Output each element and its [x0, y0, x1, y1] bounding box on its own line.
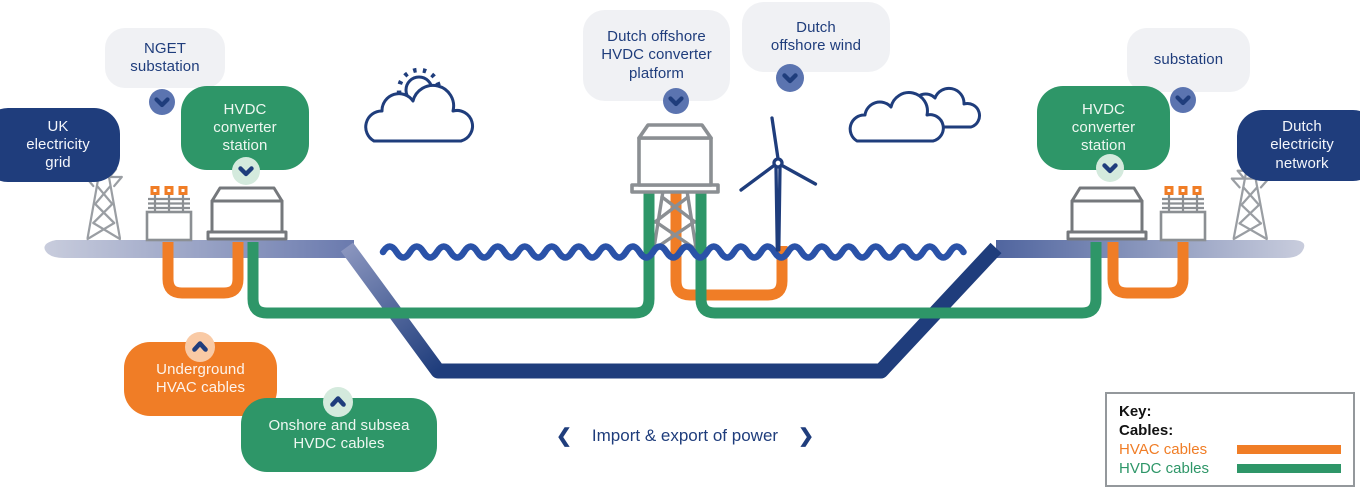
hvdc-cable-swatch — [1237, 464, 1341, 473]
chevron-down-icon — [149, 89, 175, 115]
transformer-icon — [145, 184, 193, 242]
key-row-hvdc: HVDC cables — [1119, 459, 1341, 478]
key-label-hvac: HVAC cables — [1119, 441, 1208, 458]
import-export-caption: ❮ Import & export of power ❯ — [555, 420, 815, 452]
left-arrow-icon: ❮ — [556, 425, 572, 447]
key-legend: Key: Cables: HVAC cables HVDC cables — [1105, 392, 1355, 487]
label-dutch-offshore-platform: Dutch offshore HVDC converter platform — [583, 10, 730, 101]
chevron-down-icon — [663, 88, 689, 114]
label-substation-right: substation — [1127, 28, 1250, 92]
right-arrow-icon: ❯ — [798, 425, 814, 447]
key-cables-heading: Cables: — [1119, 422, 1174, 439]
key-title: Key: — [1119, 403, 1152, 420]
hvac-cable-platform-to-turbine — [670, 191, 788, 301]
uk-landmass — [44, 240, 355, 258]
dutch-landmass — [996, 240, 1305, 258]
chevron-down-icon — [1170, 87, 1196, 113]
hvac-cable-left-u — [162, 242, 244, 299]
chevron-down-icon — [232, 157, 260, 185]
label-dutch-electricity-network: Dutch electricity network — [1237, 110, 1360, 181]
hvac-cable-right-u — [1107, 242, 1189, 299]
hvac-cables — [162, 191, 1189, 301]
cloud-icon — [364, 83, 474, 143]
sea-waves-icon — [379, 243, 967, 261]
label-nget-substation: NGET substation — [105, 28, 225, 88]
chevron-up-icon — [185, 332, 215, 362]
import-export-text: Import & export of power — [591, 426, 779, 445]
cloud-icon — [848, 91, 945, 143]
hvac-cable-swatch — [1237, 445, 1341, 454]
converter-station-icon — [1066, 186, 1148, 241]
chevron-down-icon — [1096, 154, 1124, 182]
label-uk-electricity-grid: UK electricity grid — [0, 108, 120, 182]
hvdc-cable-left — [247, 191, 655, 319]
wind-turbine-icon — [739, 116, 818, 252]
transformer-icon — [1159, 184, 1207, 242]
chevron-up-icon — [323, 387, 353, 417]
key-row-hvac: HVAC cables — [1119, 440, 1341, 459]
key-label-hvdc: HVDC cables — [1119, 460, 1210, 477]
hvdc-cables — [247, 191, 1102, 319]
hvdc-cable-right — [695, 191, 1102, 319]
label-dutch-offshore-wind: Dutch offshore wind — [742, 2, 890, 72]
converter-station-icon — [206, 186, 288, 241]
chevron-down-icon — [776, 64, 804, 92]
offshore-platform-topside — [630, 123, 720, 194]
label-hvdc-converter-station-left: HVDC converter station — [181, 86, 309, 170]
